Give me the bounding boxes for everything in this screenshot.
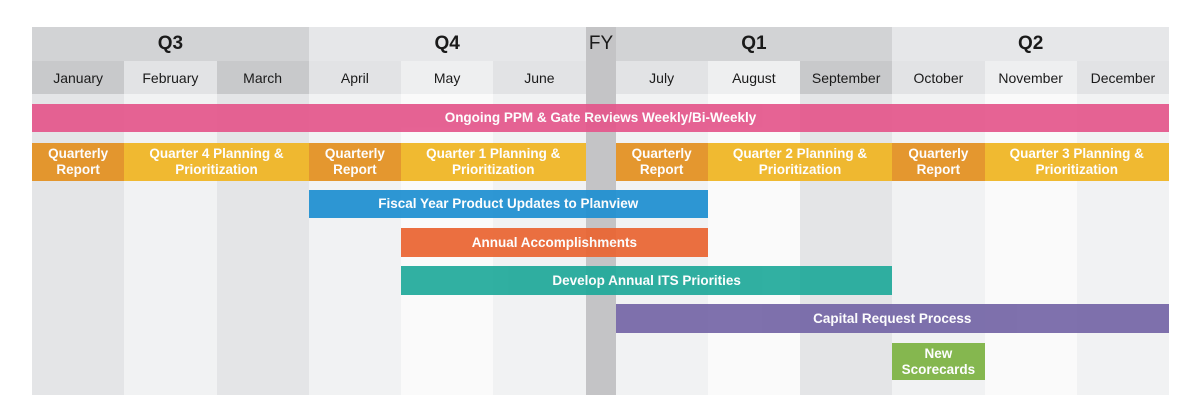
month-header-august: August: [707, 61, 800, 94]
quarterly-report-bar-q4: Quarterly Report: [308, 143, 401, 181]
quarterly-report-bar-q2: Quarterly Report: [892, 143, 985, 181]
quarter-header-q2: Q2: [892, 27, 1169, 61]
month-header-may: May: [401, 61, 494, 94]
quarter-header-q4: Q4: [308, 27, 586, 61]
month-header-april: April: [308, 61, 401, 94]
month-column-august: [707, 94, 800, 395]
quarter2-planning-bar: Quarter 2 Planning & Prioritization: [707, 143, 893, 181]
new-scorecards-bar: New Scorecards: [892, 343, 985, 380]
quarterly-report-bar-q1: Quarterly Report: [615, 143, 708, 181]
month-header-march: March: [216, 61, 309, 94]
month-column-march: [216, 94, 309, 395]
month-header-october: October: [892, 61, 985, 94]
fiscal-year-label: FY: [588, 33, 614, 54]
month-column-january: [32, 94, 125, 395]
quarter-header-q3: Q3: [32, 27, 309, 61]
month-header-december: December: [1076, 61, 1169, 94]
month-column-november: [984, 94, 1077, 395]
month-header-january: January: [32, 61, 125, 94]
ongoing-ppm-bar: Ongoing PPM & Gate Reviews Weekly/Bi-Wee…: [32, 104, 1169, 132]
fy-product-updates-bar: Fiscal Year Product Updates to Planview: [308, 190, 708, 218]
month-column-february: [124, 94, 217, 395]
develop-its-priorities-bar: Develop Annual ITS Priorities: [401, 266, 893, 295]
quarterly-report-bar-q3: Quarterly Report: [32, 143, 125, 181]
quarter1-planning-bar: Quarter 1 Planning & Prioritization: [401, 143, 586, 181]
month-header-february: February: [124, 61, 217, 94]
month-column-september: [800, 94, 893, 395]
month-column-april: [308, 94, 401, 395]
month-column-december: [1076, 94, 1169, 395]
month-header-november: November: [984, 61, 1077, 94]
month-header-july: July: [615, 61, 708, 94]
quarter4-planning-bar: Quarter 4 Planning & Prioritization: [124, 143, 309, 181]
capital-request-bar: Capital Request Process: [615, 304, 1169, 333]
month-header-september: September: [800, 61, 893, 94]
annual-accomplishments-bar: Annual Accomplishments: [401, 228, 708, 257]
quarter-header-q1: Q1: [615, 27, 893, 61]
quarter3-planning-bar: Quarter 3 Planning & Prioritization: [984, 143, 1169, 181]
month-header-june: June: [493, 61, 586, 94]
